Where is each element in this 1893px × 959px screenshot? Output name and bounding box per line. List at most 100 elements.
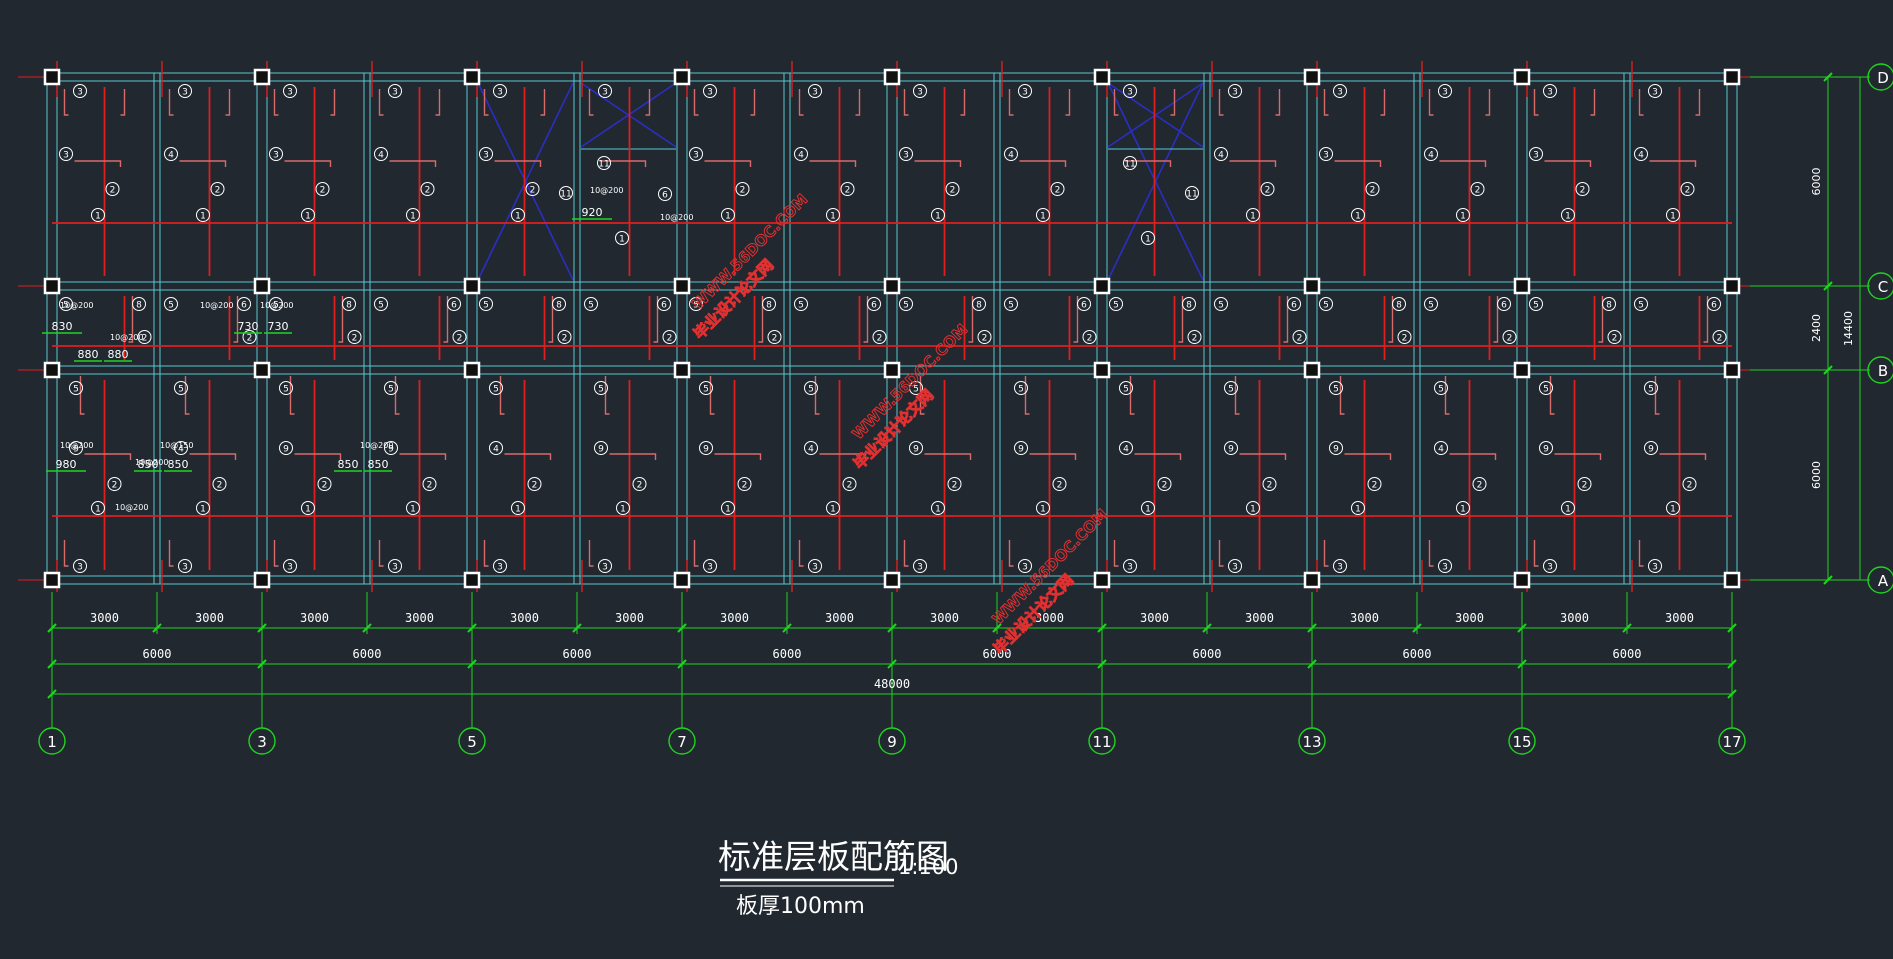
rebar-code-label: 3 [707, 88, 713, 98]
rebar-code-circle [237, 297, 251, 311]
rebar-hook [1024, 376, 1030, 415]
rebar-hook [84, 453, 132, 460]
rebar-hook [588, 540, 594, 567]
axis-bubble [248, 727, 276, 755]
axis-bubble-label: C [1878, 278, 1888, 296]
rebar-hook [378, 540, 384, 567]
rebar-hook [814, 376, 820, 415]
callout-dim-value: 850 [338, 458, 359, 471]
rebar-code-circle [1434, 441, 1448, 455]
rebar-code-label: 1 [515, 505, 521, 515]
spec-callout-text: 10@200 [110, 333, 143, 342]
column [673, 361, 691, 379]
rebar-code-circle [479, 297, 493, 311]
rebar-code-circle [388, 84, 402, 98]
dim-tick [887, 623, 897, 633]
rebar-code-circle [808, 559, 822, 573]
rebar-code-circle [1397, 330, 1412, 344]
rebar-hook [919, 376, 925, 415]
rebar-code-circle [388, 559, 402, 573]
rebar-code-label: 8 [346, 301, 352, 311]
rebar-code-circle [525, 182, 540, 196]
rebar-code-label: 9 [73, 445, 79, 455]
rebar-code-label: 3 [812, 563, 818, 573]
rebar-code-circle [1367, 477, 1382, 491]
rebar-code-label: 5 [168, 301, 174, 311]
column [1723, 361, 1741, 379]
rebar-code-circle [662, 330, 677, 344]
rebar-code-circle [899, 297, 913, 311]
rebar-code-circle [174, 441, 188, 455]
column [253, 277, 271, 295]
rebar-code-circle [1666, 208, 1680, 222]
rebar-code-label: 3 [497, 88, 503, 98]
rebar-code-circle [867, 297, 881, 311]
rebar-hook [1428, 89, 1434, 116]
column [43, 571, 61, 589]
rebar-code-circle [909, 381, 923, 395]
dim-text-3000: 3000 [1560, 611, 1589, 625]
rebar-hook [1113, 89, 1119, 116]
rebar-code-circle [913, 559, 927, 573]
rebar-code-circle [1456, 208, 1470, 222]
dim-tick [572, 623, 582, 633]
rebar-code-label: 5 [703, 385, 709, 395]
column [1093, 277, 1111, 295]
rebar-code-circle [1185, 186, 1199, 200]
drawing-scale: 1:100 [898, 855, 959, 879]
rebar-code-circle [283, 84, 297, 98]
rebar-code-label: 3 [903, 151, 909, 161]
slab-thickness-note: 板厚100mm [736, 894, 865, 919]
rebar-code-circle [689, 297, 703, 311]
rebar-hook [168, 540, 174, 567]
rebar-code-circle [1004, 147, 1018, 161]
dim-tick [677, 623, 687, 633]
rebar-code-circle [1333, 84, 1347, 98]
dim-tick [1727, 659, 1737, 669]
rebar-code-circle [1119, 381, 1133, 395]
rebar-code-label: 1 [1250, 212, 1256, 222]
rebar-code-label: 11 [598, 160, 609, 170]
rebar-hook [284, 160, 332, 167]
rebar-hook [1598, 296, 1604, 343]
column [43, 277, 61, 295]
spec-callout-text: 10@200 [60, 441, 93, 450]
rebar-code-circle [1666, 501, 1680, 515]
rebar-code-label: 1 [1460, 505, 1466, 515]
rebar-code-label: 1 [935, 505, 941, 515]
rebar-code-circle [615, 231, 629, 245]
rebar-code-label: 1 [619, 235, 625, 245]
rebar-code-label: 2 [847, 481, 853, 491]
rebar-code-label: 6 [1501, 301, 1507, 311]
dim-text-6000: 6000 [353, 647, 382, 661]
rebar-code-label: 5 [1438, 385, 1444, 395]
callout-dim-value: 880 [108, 348, 129, 361]
dim-tick [1307, 623, 1317, 633]
rebar-code-circle [947, 477, 962, 491]
rebar-code-circle [762, 297, 776, 311]
axis-bubble [1298, 727, 1326, 755]
rebar-hook [1695, 89, 1701, 116]
rebar-hook [903, 540, 909, 567]
rebar-code-label: 5 [1018, 385, 1024, 395]
column [1513, 68, 1531, 86]
rebar-code-label: 1 [1670, 212, 1676, 222]
rebar-code-label: 1 [1565, 212, 1571, 222]
rebar-code-circle [721, 501, 735, 515]
rebar-code-circle [899, 147, 913, 161]
rebar-code-label: 2 [1265, 186, 1271, 196]
rebar-code-circle [1575, 182, 1590, 196]
rebar-code-circle [242, 330, 257, 344]
rebar-code-circle [1246, 501, 1260, 515]
rebar-code-label: 11 [1186, 190, 1197, 200]
rebar-code-circle [1082, 330, 1097, 344]
rebar-code-label: 2 [142, 334, 148, 344]
rebar-code-label: 8 [136, 301, 142, 311]
rebar-code-label: 3 [77, 563, 83, 573]
axis-bubble-label: 11 [1092, 733, 1111, 751]
rebar-hook [653, 296, 659, 343]
rebar-hook [1334, 160, 1382, 167]
rebar-code-circle [1224, 381, 1238, 395]
rebar-hook [1590, 89, 1596, 116]
rebar-code-label: 1 [1040, 505, 1046, 515]
